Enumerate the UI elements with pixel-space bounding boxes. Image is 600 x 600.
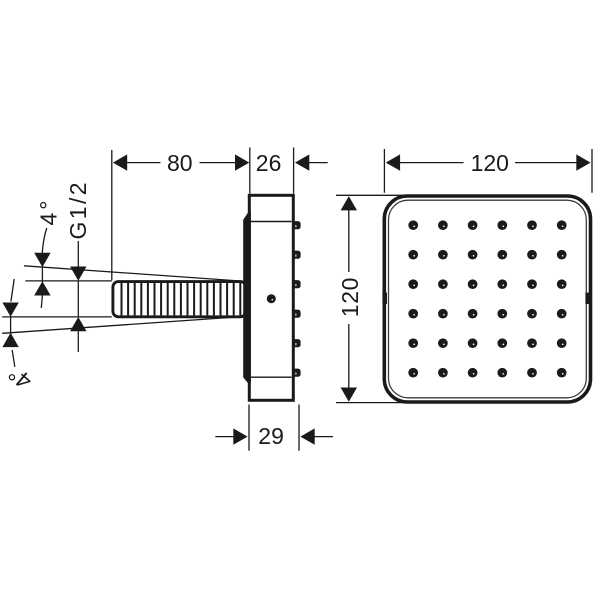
svg-text:120: 120 <box>471 150 509 176</box>
svg-text:4°: 4° <box>36 198 62 226</box>
svg-text:120: 120 <box>337 277 363 317</box>
svg-text:26: 26 <box>256 150 282 176</box>
svg-text:G1/2: G1/2 <box>65 180 91 239</box>
svg-text:29: 29 <box>258 423 284 449</box>
svg-text:80: 80 <box>167 150 193 176</box>
